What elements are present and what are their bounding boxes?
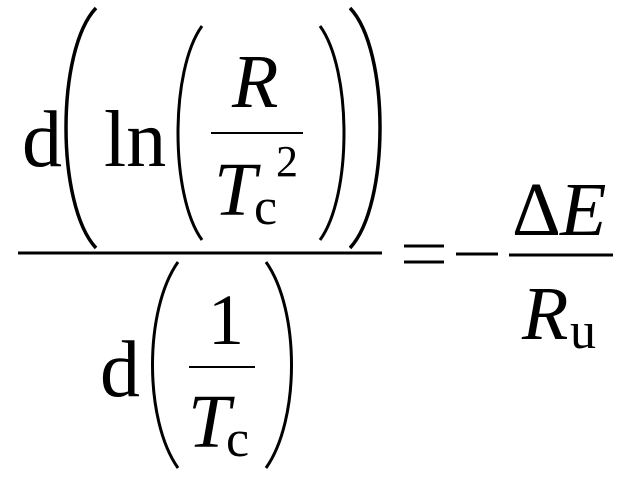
denominator-d: d <box>100 326 140 414</box>
outer-left-paren <box>64 6 98 250</box>
inner-denominator-exponent-2: 2 <box>276 137 298 186</box>
minus-text: − <box>456 222 457 223</box>
rhs-delta: Δ <box>512 168 561 252</box>
inner-denominator-subscript-c: c <box>254 179 278 236</box>
outer-right-paren <box>348 6 382 250</box>
rhs-subscript-u: u <box>570 303 596 360</box>
denominator-left-paren <box>151 261 180 469</box>
denominator-subscript-c: c <box>226 411 250 468</box>
denominator-t: T <box>188 380 231 464</box>
denominator-one: 1 <box>208 280 244 360</box>
rhs-r: R <box>522 272 569 356</box>
inner-numerator-r: R <box>232 40 279 124</box>
inner-denominator-t: T <box>214 148 257 232</box>
inner-left-paren <box>176 25 204 241</box>
denominator-right-paren <box>264 261 293 469</box>
inner-right-paren <box>318 25 346 241</box>
numerator-d: d <box>22 96 62 184</box>
numerator-ln: ln <box>104 96 167 184</box>
rhs-e: E <box>560 168 607 252</box>
equals-text: = <box>404 222 405 223</box>
